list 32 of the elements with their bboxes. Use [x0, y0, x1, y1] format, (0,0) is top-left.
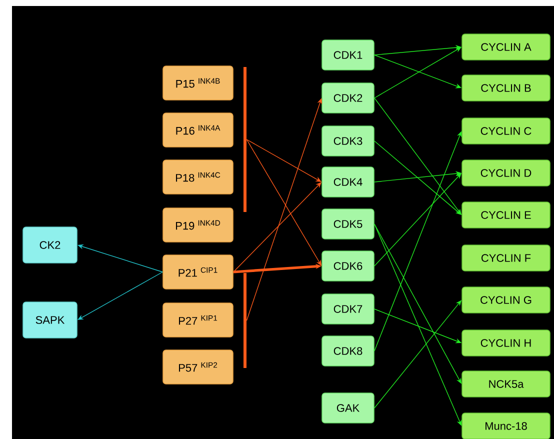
- arrow: [374, 224, 462, 384]
- cdk-box: GAK: [322, 392, 374, 424]
- arrow: [374, 224, 462, 426]
- cyclin-box: CYCLIN E: [462, 202, 550, 228]
- inhibitor-box: P19 $^{INK4D}$: [162, 208, 234, 242]
- kinase-box: CK2: [22, 226, 78, 264]
- inhibitor-box: P57 $^{KIP2}$: [162, 350, 234, 384]
- inhibitor-box: P16 $^{INK4A}$: [162, 112, 234, 148]
- cyclin-box: CYCLIN F: [462, 244, 550, 272]
- cdk-box: CDK8: [322, 336, 374, 366]
- inhibitor-box: P15 $^{INK4B}$: [162, 66, 234, 100]
- cyclin-box: CYCLIN H: [462, 330, 550, 356]
- cyclin-box: Munc-18: [462, 412, 550, 439]
- cyclin-box: CYCLIN A: [462, 34, 550, 60]
- cdk-box: CDK3: [322, 126, 374, 156]
- inhibitor-box: P21 $^{CIP1}$: [162, 254, 234, 290]
- cyclin-box: CYCLIN C: [462, 118, 550, 144]
- cdk-box: CDK5: [322, 208, 374, 240]
- kinase-box: SAPK: [22, 302, 78, 338]
- cyclin-box: CYCLIN G: [462, 286, 550, 314]
- cyclin-box: NCK5a: [462, 370, 550, 398]
- cyclin-box: CYCLIN D: [462, 160, 550, 186]
- cdk-box: CDK2: [322, 82, 374, 114]
- inhibitor-box: P18 $^{INK4C}$: [162, 160, 234, 194]
- cdk-box: CDK1: [322, 40, 374, 70]
- cdk-box: CDK4: [322, 166, 374, 198]
- bracket-bar: [244, 273, 246, 368]
- cyclin-box: CYCLIN B: [462, 74, 550, 102]
- cdk-box: CDK7: [322, 294, 374, 324]
- bracket-bar: [244, 67, 246, 212]
- inhibitor-box: P27 $^{KIP1}$: [162, 302, 234, 338]
- cdk-box: CDK6: [322, 250, 374, 282]
